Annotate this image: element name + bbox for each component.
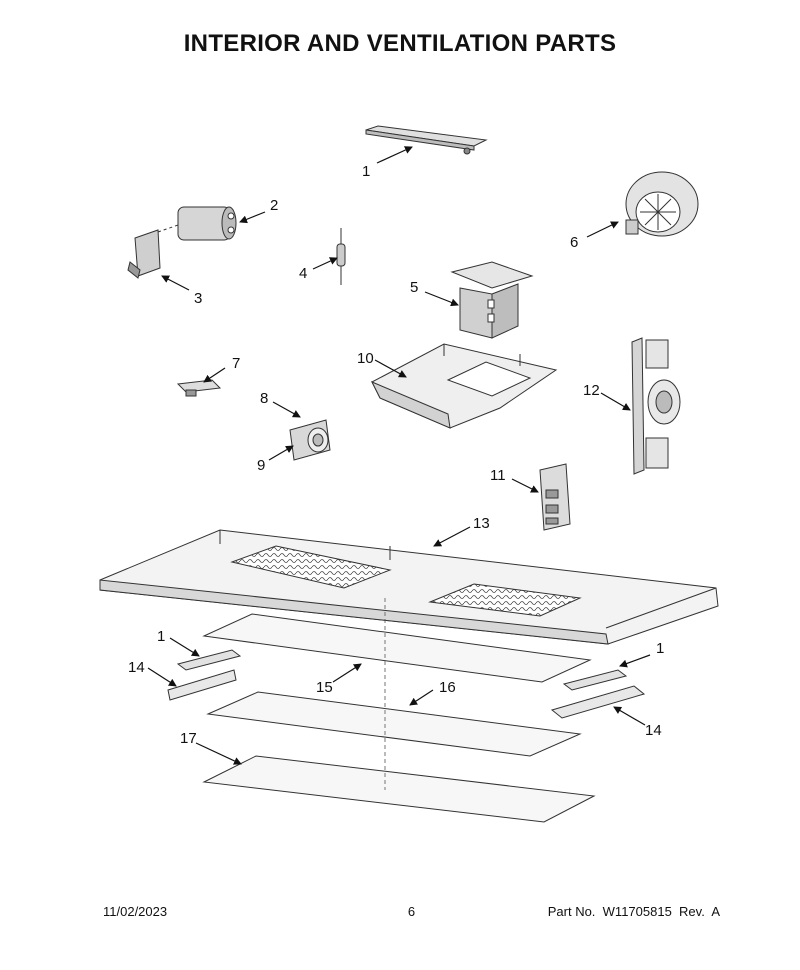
- callout-6: 6: [570, 234, 578, 251]
- callout-2: 2: [270, 197, 278, 214]
- part-14-cover-left: [167, 669, 237, 701]
- part-15-panel: [202, 613, 592, 683]
- callout-4: 4: [299, 265, 307, 282]
- part-8-9-switch-assembly: [289, 419, 331, 461]
- callout-1-lower-left: 1: [157, 628, 165, 645]
- callout-12: 12: [583, 382, 600, 399]
- part-17-panel: [202, 755, 596, 823]
- part-5-transformer: [450, 261, 534, 339]
- part-14-cover-right: [550, 685, 646, 719]
- callout-17: 17: [180, 730, 197, 747]
- callout-8: 8: [260, 390, 268, 407]
- footer-rev: A: [711, 904, 720, 919]
- callout-11: 11: [490, 467, 506, 484]
- part-10-base-plate: [370, 343, 558, 429]
- part-3-capacitor-bracket: [127, 224, 179, 279]
- callout-10: 10: [357, 350, 374, 367]
- callout-3: 3: [194, 290, 202, 307]
- callout-14-left: 14: [128, 659, 145, 676]
- footer-part-label: Part No.: [547, 904, 596, 919]
- footer-part-number: W11705815: [602, 904, 672, 919]
- callout-1-lower-right: 1: [656, 640, 664, 657]
- callout-arrows: [147, 146, 651, 765]
- footer-part-info: Part No. W11705815 Rev. A: [548, 904, 720, 919]
- footer-date: 11/02/2023: [103, 904, 168, 919]
- callout-5: 5: [410, 279, 418, 296]
- callout-7: 7: [232, 355, 240, 372]
- callout-1-top: 1: [362, 163, 370, 180]
- part-16-panel: [206, 691, 582, 757]
- footer-rev-label: Rev.: [679, 904, 705, 919]
- part-6-fan-motor: [625, 171, 699, 237]
- part-11-control-board: [539, 463, 571, 531]
- part-2-capacitor: [177, 206, 237, 241]
- part-1-bracket-left: [176, 649, 242, 671]
- callout-13: 13: [473, 515, 490, 532]
- footer-page-number: 6: [407, 904, 416, 919]
- callout-16: 16: [439, 679, 456, 696]
- callout-15: 15: [316, 679, 333, 696]
- part-7-thermostat: [176, 379, 222, 397]
- callout-14-right: 14: [645, 722, 662, 739]
- callout-9: 9: [257, 457, 265, 474]
- part-4-fuse: [336, 228, 346, 285]
- page-title: INTERIOR AND VENTILATION PARTS: [183, 30, 617, 57]
- part-13-main-plate: [99, 529, 719, 645]
- part-1-bracket-right: [562, 669, 628, 691]
- part-1-bracket-top: [365, 125, 488, 155]
- part-12-interlock-bracket: [631, 337, 681, 475]
